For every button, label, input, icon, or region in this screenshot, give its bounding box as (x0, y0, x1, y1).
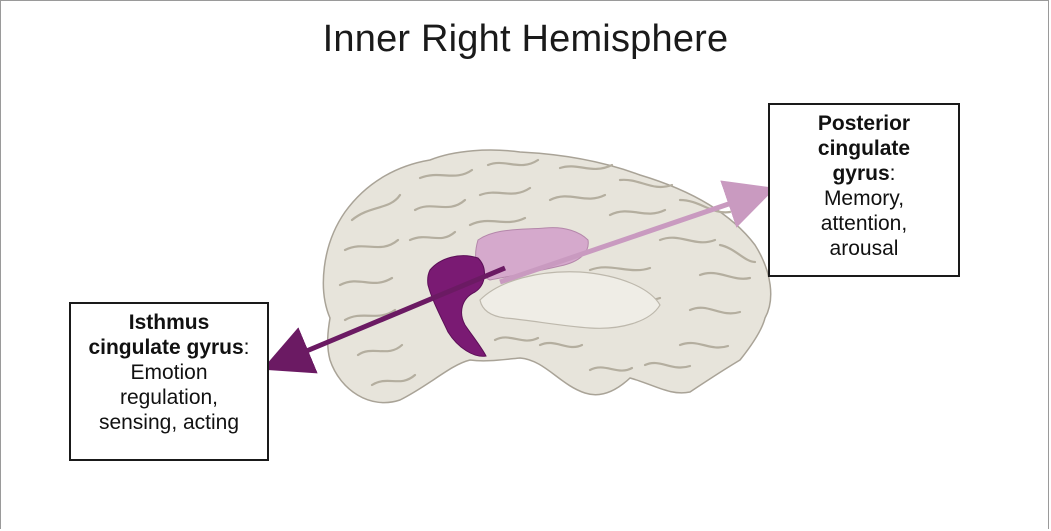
isthmus-label-line3: Emotion (71, 360, 267, 385)
isthmus-label-line1: Isthmus (129, 311, 210, 334)
posterior-cingulate-label-box: Posterior cingulate gyrus: Memory, atten… (768, 103, 960, 277)
isthmus-label-line2: cingulate gyrus (88, 336, 243, 359)
posterior-label-line2: cingulate (818, 137, 910, 160)
isthmus-label-colon: : (244, 336, 250, 359)
posterior-label-line6: arousal (770, 236, 958, 261)
posterior-label-line1: Posterior (818, 112, 910, 135)
posterior-label-line5: attention, (770, 211, 958, 236)
posterior-label-line4: Memory, (770, 186, 958, 211)
isthmus-cingulate-label-box: Isthmus cingulate gyrus: Emotion regulat… (69, 302, 269, 461)
isthmus-label-line5: sensing, acting (71, 410, 267, 435)
posterior-label-colon: : (890, 162, 896, 185)
isthmus-label-line4: regulation, (71, 385, 267, 410)
posterior-label-line3: gyrus (832, 162, 889, 185)
